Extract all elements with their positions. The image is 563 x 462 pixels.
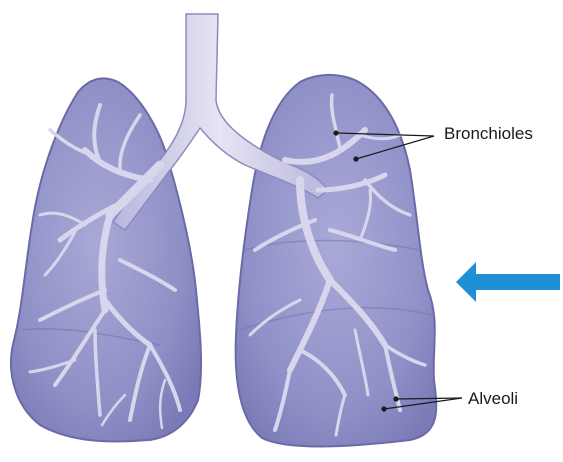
alveoli-label: Alveoli bbox=[468, 389, 518, 409]
bronchioles-label: Bronchioles bbox=[444, 124, 533, 144]
blue-arrow-icon bbox=[456, 262, 560, 302]
